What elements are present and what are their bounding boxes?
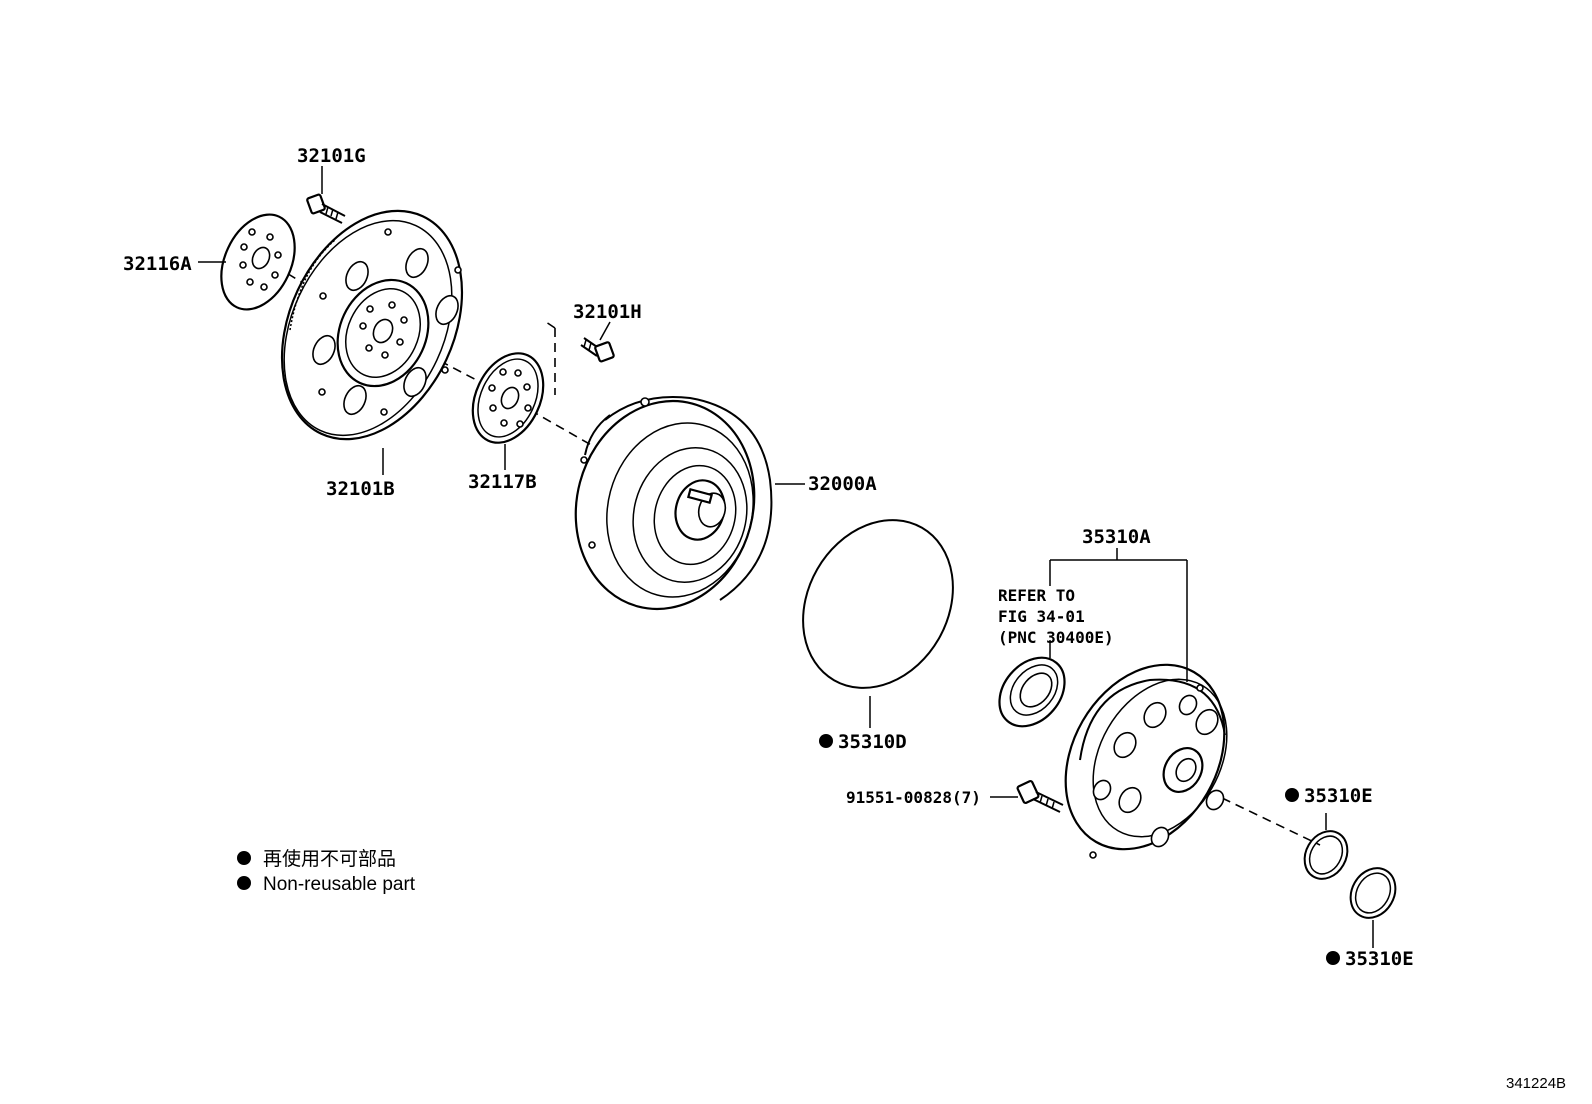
spacer-plate-32116A	[220, 213, 296, 311]
bolt-32101G	[306, 193, 346, 224]
legend-bullet	[237, 876, 251, 890]
label-32101B: 32101B	[326, 478, 395, 500]
refer-line-2: FIG 34-01	[998, 607, 1085, 626]
legend: 再使用不可部品 Non-reusable part	[237, 848, 416, 895]
leader-lines	[198, 166, 1374, 948]
legend-bullet	[237, 851, 251, 865]
label-32000A: 32000A	[808, 473, 877, 495]
label-35310E-2: 35310E	[1345, 948, 1414, 970]
label-35310E-1: 35310E	[1304, 785, 1373, 807]
label-35310D: 35310D	[838, 731, 907, 753]
non-reusable-marker	[1285, 788, 1299, 802]
legend-english: Non-reusable part	[263, 874, 416, 895]
legend-japanese: 再使用不可部品	[263, 848, 396, 870]
ring-35310E-1	[1303, 830, 1349, 880]
non-reusable-marker	[819, 734, 833, 748]
label-32116A: 32116A	[123, 253, 192, 275]
refer-line-1: REFER TO	[998, 586, 1075, 605]
label-32101G: 32101G	[297, 145, 366, 167]
oil-seal	[998, 656, 1066, 728]
torque-converter-32000A	[574, 395, 773, 611]
label-bolt-91551: 91551-00828(7)	[846, 788, 981, 807]
o-ring-35310D	[802, 519, 954, 689]
ring-35310E-2	[1349, 867, 1397, 919]
label-32117B: 32117B	[468, 471, 537, 493]
figure-code: 341224B	[1506, 1075, 1566, 1092]
bolt-32101H	[580, 337, 615, 363]
bolt-91551-00828	[1016, 780, 1064, 813]
refer-line-3: (PNC 30400E)	[998, 628, 1114, 647]
label-32101H: 32101H	[573, 301, 642, 323]
non-reusable-marker	[1326, 951, 1340, 965]
oil-pump-35310A	[1064, 663, 1228, 859]
spacer-plate-32117B	[471, 352, 545, 444]
drive-plate-32101B	[280, 209, 464, 441]
label-35310A: 35310A	[1082, 526, 1151, 548]
